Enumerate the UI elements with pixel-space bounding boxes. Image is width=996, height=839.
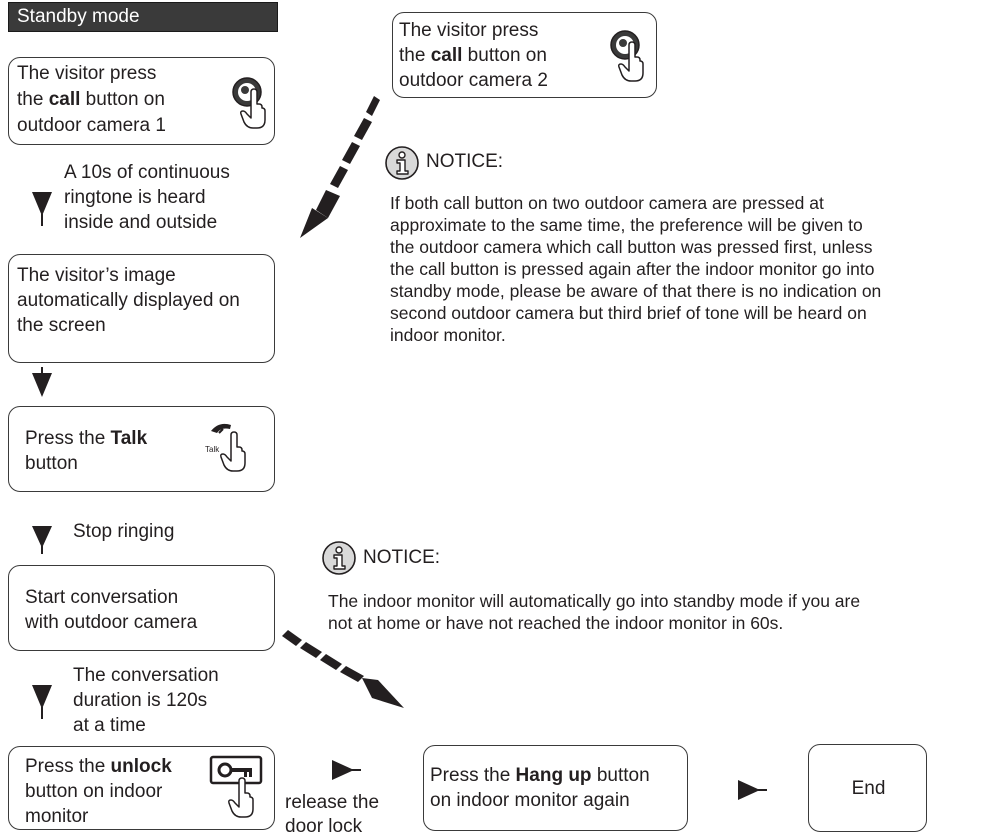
notice-heading-2: NOTICE: [363, 547, 441, 568]
duration-note: The conversation duration is 120s at a t… [73, 665, 219, 736]
step-box-call-camera-1: The visitor press the call button on out… [8, 57, 275, 145]
call-keyword: call [48, 89, 81, 110]
triangle-right-icon [738, 780, 767, 800]
call-keyword: call [430, 45, 463, 66]
call1-line-1: The visitor press [17, 63, 157, 84]
info-icon [322, 541, 356, 575]
talk-icon-label: Talk [205, 445, 220, 454]
triangle-down-icon [32, 367, 52, 397]
triangle-down-icon [32, 192, 52, 226]
title-bar: Standby mode [8, 2, 278, 32]
notice-body-2: The indoor monitor will automatically go… [328, 591, 861, 633]
step-box-visitor-image: The visitor’s image automatically displa… [8, 254, 275, 363]
call1-line-3: outdoor camera 1 [17, 115, 166, 136]
info-icon [385, 146, 419, 180]
ringtone-note: A 10s of continuous ringtone is heard in… [64, 162, 230, 233]
phone-handset-press-icon: Talk [205, 423, 246, 472]
hang-up-keyword: Hang up [515, 765, 592, 786]
talk-keyword: Talk [110, 428, 148, 449]
step-box-hang-up: Press the Hang up button on indoor monit… [423, 745, 688, 831]
step-box-call-camera-2: The visitor press the call button on out… [392, 12, 657, 98]
step-box-conversation: Start conversation with outdoor camera [8, 565, 275, 651]
stop-ringing-note: Stop ringing [73, 521, 175, 542]
step-box-end: End [808, 744, 927, 832]
dashed-arrow-to-image [300, 96, 380, 238]
doorbell-press-icon [610, 30, 644, 82]
release-lock-note: release the door lock [285, 792, 380, 837]
step-box-talk: Press the Talk button Talk [8, 406, 275, 492]
page-title: Standby mode [17, 6, 140, 27]
triangle-right-icon [332, 760, 361, 780]
notice-heading-1: NOTICE: [426, 151, 504, 172]
doorbell-press-icon [232, 77, 266, 129]
step-box-unlock: Press the unlock button on indoor monito… [8, 746, 275, 830]
key-press-icon [209, 755, 263, 818]
notice-body-1: If both call button on two outdoor camer… [390, 193, 882, 345]
triangle-down-icon [32, 685, 52, 719]
dashed-arrow-to-hang-up [282, 630, 404, 708]
triangle-down-icon [32, 526, 52, 554]
unlock-keyword: unlock [110, 756, 172, 777]
